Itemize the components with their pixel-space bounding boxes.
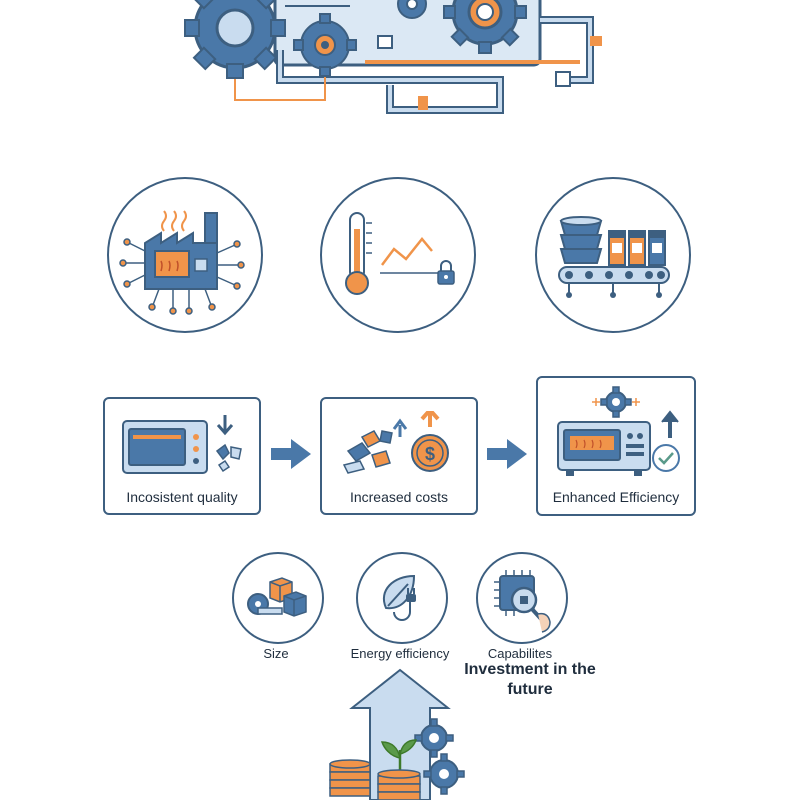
challenge-circle-production [535, 177, 691, 333]
card-label: Incosistent quality [126, 489, 238, 505]
card-label: Increased costs [349, 489, 449, 505]
flow-card-enhanced-efficiency: Enhanced Efficiency [536, 376, 696, 516]
factor-circle-capabilities [476, 552, 568, 644]
challenge-circle-temperature [320, 177, 476, 333]
conveyor-production-icon [558, 216, 670, 298]
flow-card-inconsistent-quality: Incosistent quality [103, 397, 261, 515]
coins-growth-arrow-icon [329, 668, 465, 800]
investment-illustration [320, 668, 470, 800]
investment-title-line1: Investment in the [464, 661, 596, 678]
flow-arrow-2 [487, 439, 527, 469]
factor-circle-size [232, 552, 324, 644]
flow-arrow-1 [271, 439, 311, 469]
temperature-lock-chart-icon [345, 212, 455, 295]
size-blocks-tape-icon [247, 577, 307, 617]
top-machinery-illustration [180, 0, 610, 120]
factor-label-capabilities: Capabilites [487, 646, 553, 661]
factory-circuit-icon [119, 210, 245, 315]
card-label: Enhanced Efficiency [552, 489, 680, 505]
chip-magnifier-icon [494, 570, 551, 633]
leaf-plug-icon [383, 574, 416, 621]
right-arrow-icon [271, 439, 311, 469]
rising-cost-icon: $ [342, 411, 449, 474]
gears-and-pipes-machinery-icon [184, 0, 602, 114]
factor-label-energy-efficiency: Energy efficiency [350, 646, 450, 661]
flow-card-increased-costs: $ Increased costs [320, 397, 478, 515]
factor-label-size: Size [263, 646, 289, 661]
efficient-oven-check-icon [557, 386, 680, 476]
svg-text:$: $ [425, 444, 435, 464]
factor-circle-energy [356, 552, 448, 644]
investment-title-line2: future [507, 681, 553, 698]
oven-broken-product-icon [122, 415, 242, 474]
investment-title: Investment in the future [450, 660, 610, 700]
challenge-circle-factory [107, 177, 263, 333]
right-arrow-icon [487, 439, 527, 469]
